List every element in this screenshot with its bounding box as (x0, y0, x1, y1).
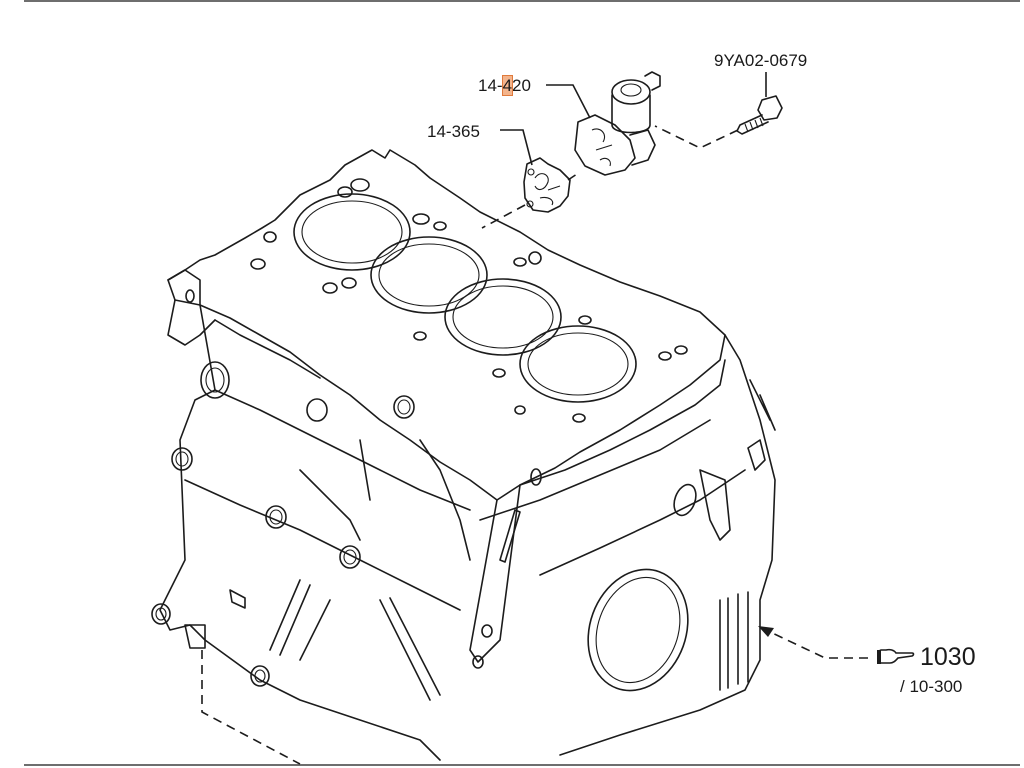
reference-sub-ref[interactable]: / 10-300 (900, 677, 963, 696)
block-front-face (469, 484, 521, 663)
cylinder-block (151, 149, 776, 761)
callout-14-420[interactable]: 14-420 (478, 75, 531, 96)
crankshaft-seal-opening (587, 568, 689, 692)
cylinder-bore-4 (519, 325, 637, 403)
callout-9YA02-0679[interactable]: 9YA02-0679 (714, 51, 808, 70)
block-left-face (167, 299, 216, 346)
callout-14-420-suffix: 20 (512, 76, 531, 95)
assembly-line-lower-left (201, 650, 301, 765)
leader-14-420 (546, 84, 591, 119)
solenoid-coil-cap (611, 79, 651, 105)
top-border-rule (24, 0, 1020, 2)
deck-bolt-holes (250, 178, 688, 423)
cylinder-bore-3 (444, 278, 562, 356)
assembly-line-solenoid (567, 171, 581, 181)
callout-14-365[interactable]: 14-365 (427, 122, 480, 141)
reference-arrowhead (758, 626, 774, 637)
assembly-line-reference (765, 629, 868, 659)
oil-control-solenoid-part (574, 71, 661, 176)
boss-left-upper (200, 361, 230, 399)
pointing-hand-icon (876, 645, 916, 672)
block-right-face (559, 334, 776, 756)
assembly-line-gasket (481, 204, 526, 229)
gasket-part (523, 157, 571, 213)
reference-page-number: 1030 (920, 643, 976, 672)
boss-left-mid (171, 447, 193, 471)
block-deck-outline (167, 149, 726, 501)
assembly-line-bolt (654, 125, 739, 149)
reference-link[interactable]: 1030 (876, 645, 976, 672)
cylinder-bore-2 (370, 236, 488, 314)
callout-search-highlight: 4 (501, 75, 514, 96)
bolt-part (736, 95, 783, 135)
cylinder-bore-1 (293, 193, 411, 271)
leader-14-365 (500, 129, 533, 166)
callout-14-420-prefix: 14- (478, 76, 503, 95)
bottom-border-rule (24, 764, 1020, 766)
